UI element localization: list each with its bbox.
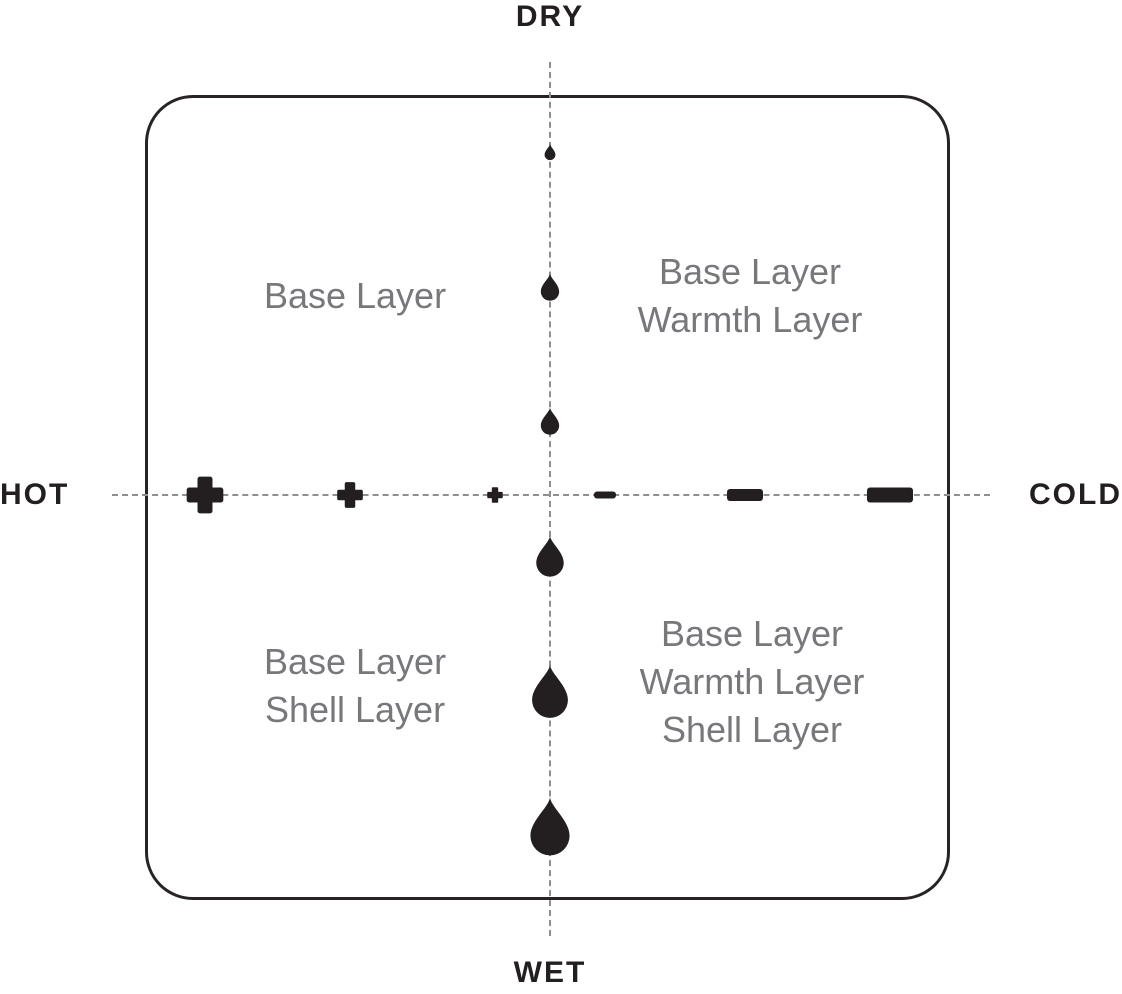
quadrant-cold-dry-label: Base Layer Warmth Layer — [638, 248, 863, 344]
vertical-axis-dashed-line — [549, 62, 551, 936]
minus-icon — [867, 487, 913, 503]
water-droplet-icon — [530, 796, 570, 856]
quadrant-label-line: Shell Layer — [264, 689, 446, 730]
axis-label-cold: COLD — [1029, 478, 1122, 511]
quadrant-label-line: Base Layer — [658, 251, 842, 292]
quadrant-label-line: Base Layer — [263, 275, 447, 316]
quadrant-label-line: Base Layer — [660, 613, 844, 654]
horizontal-axis-dashed-line — [112, 494, 990, 496]
water-droplet-icon — [540, 273, 560, 301]
plus-icon — [186, 476, 224, 514]
diagram-border-box — [145, 95, 950, 900]
quadrant-cold-wet-label: Base Layer Warmth Layer Shell Layer — [640, 610, 865, 754]
axis-label-hot: HOT — [0, 478, 70, 511]
minus-icon — [594, 491, 616, 499]
water-droplet-icon — [544, 143, 556, 161]
quadrant-label-line: Warmth Layer — [639, 661, 865, 702]
water-droplet-icon — [532, 664, 568, 718]
axis-label-dry: DRY — [515, 0, 585, 33]
plus-icon — [337, 482, 363, 508]
water-droplet-icon — [540, 407, 560, 435]
quadrant-label-line: Shell Layer — [661, 709, 843, 750]
quadrant-label-line: Warmth Layer — [637, 299, 863, 340]
water-droplet-icon — [536, 535, 564, 577]
quadrant-hot-dry-label: Base Layer — [264, 272, 446, 320]
quadrant-label-line: Base Layer — [263, 641, 447, 682]
plus-icon — [487, 487, 503, 503]
minus-icon — [727, 489, 763, 501]
quadrant-hot-wet-label: Base Layer Shell Layer — [264, 638, 446, 734]
axis-label-wet: WET — [513, 956, 587, 989]
